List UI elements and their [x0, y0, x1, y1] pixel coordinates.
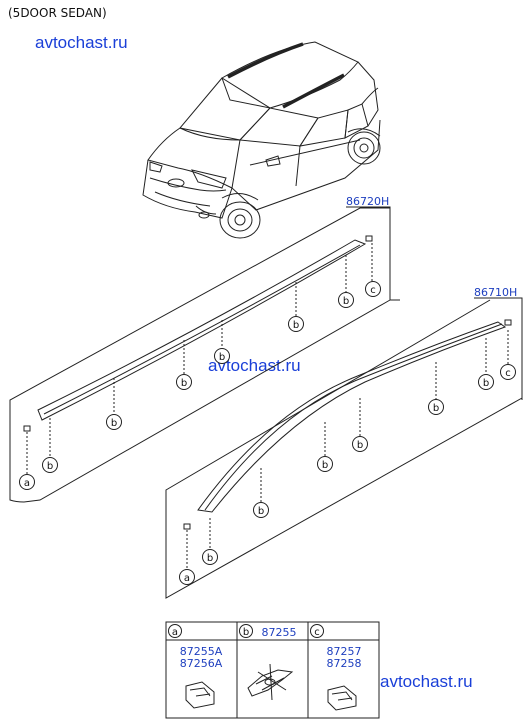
- callout-b-upper-1-letter: b: [47, 461, 53, 472]
- legend-c-number-2: 87258: [327, 657, 362, 670]
- callout-b-lower-6: b: [478, 374, 494, 390]
- callout-b-upper-3: b: [176, 374, 192, 390]
- legend-a-letter: a: [172, 627, 178, 638]
- callout-a-lower-letter: a: [184, 573, 190, 584]
- legend-c-marker: c: [310, 624, 324, 638]
- callout-a-lower: a: [179, 569, 195, 585]
- watermark-bottom: avtochast.ru: [380, 672, 473, 691]
- diagram-title: (5DOOR SEDAN): [8, 6, 107, 20]
- callout-c-upper-letter: c: [370, 285, 376, 296]
- watermark-middle: avtochast.ru: [208, 356, 301, 375]
- part-number-86710h: 86710H: [474, 286, 518, 299]
- part-number-86720h: 86720H: [346, 195, 390, 208]
- callout-b-lower-5-letter: b: [433, 403, 439, 414]
- callout-b-lower-1: b: [202, 549, 218, 565]
- callout-b-lower-4: b: [352, 436, 368, 452]
- callout-a-upper: a: [19, 474, 35, 490]
- callout-b-lower-6-letter: b: [483, 378, 489, 389]
- watermark-top: avtochast.ru: [35, 33, 128, 52]
- callout-c-upper: c: [365, 281, 381, 297]
- callout-b-upper-2-letter: b: [111, 418, 117, 429]
- legend-a-marker: a: [168, 624, 182, 638]
- legend-a-number-2: 87256A: [180, 657, 223, 670]
- legend-table: [165, 621, 380, 719]
- callout-b-lower-2-letter: b: [258, 506, 264, 517]
- legend-part-numbers: 87255A 87256A 87255 87257 87258: [180, 626, 362, 670]
- legend-b-number: 87255: [262, 626, 297, 639]
- legend-c-number-1: 87257: [327, 645, 362, 658]
- callout-circles: a b b b b b b c a b b b b b b c a b c: [19, 281, 516, 638]
- callout-b-lower-3: b: [317, 456, 333, 472]
- callout-c-lower-letter: c: [505, 368, 511, 379]
- legend-c-letter: c: [314, 627, 320, 638]
- callout-b-lower-4-letter: b: [357, 440, 363, 451]
- legend-b-marker: b: [239, 624, 253, 638]
- callout-b-lower-5: b: [428, 399, 444, 415]
- upper-roof-rail-assembly: [9, 206, 400, 503]
- lower-roof-rail-assembly: [165, 297, 523, 599]
- callout-b-upper-4-letter: b: [219, 352, 225, 363]
- callout-b-upper-2: b: [106, 414, 122, 430]
- callout-a-upper-letter: a: [24, 478, 30, 489]
- legend-b-letter: b: [243, 627, 249, 638]
- callout-b-upper-6-letter: b: [343, 296, 349, 307]
- callout-c-lower: c: [500, 364, 516, 380]
- callout-b-lower-3-letter: b: [322, 460, 328, 471]
- callout-b-upper-5-letter: b: [293, 320, 299, 331]
- callout-leaders: [26, 243, 509, 574]
- callout-b-upper-1: b: [42, 457, 58, 473]
- callout-b-lower-2: b: [253, 502, 269, 518]
- callout-b-upper-3-letter: b: [181, 378, 187, 389]
- callout-b-lower-1-letter: b: [207, 553, 213, 564]
- car-illustration: [142, 41, 381, 239]
- callout-b-upper-6: b: [338, 292, 354, 308]
- legend-a-number-1: 87255A: [180, 645, 223, 658]
- callout-b-upper-4: b: [214, 348, 230, 364]
- callout-b-upper-5: b: [288, 316, 304, 332]
